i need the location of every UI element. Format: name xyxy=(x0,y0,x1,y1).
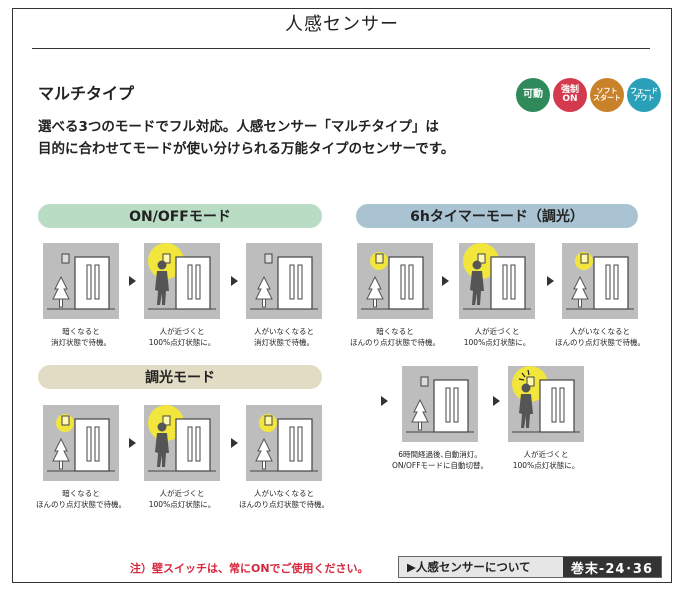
caption-line: ほんのり点灯状態で待機。 xyxy=(239,500,329,509)
timer-illustration-3 xyxy=(562,243,638,319)
fade-out-badge: フェードアウト xyxy=(627,78,661,112)
caption-line: 人がいなくなると xyxy=(254,489,314,498)
page-frame xyxy=(12,8,672,583)
reference-box[interactable]: ▶人感センサーについて 巻末-24･36 xyxy=(398,556,662,578)
dimming-caption-1: 暗くなるとほんのり点灯状態で待機。 xyxy=(26,488,136,510)
caption-line: 暗くなると xyxy=(62,489,100,498)
arrow-right-icon xyxy=(442,276,449,286)
timer-caption-4: 6時間経過後､自動消灯。 ON/OFFモードに自動切替。 xyxy=(385,449,495,471)
onoff-caption-1: 暗くなると消灯状態で待機。 xyxy=(26,326,136,348)
timer-illustration-5 xyxy=(508,366,584,442)
soft-start-badge: ソフトスタート xyxy=(590,78,624,112)
onoff-caption-3: 人がいなくなると消灯状態で待機。 xyxy=(229,326,339,348)
onoff-illustration-2 xyxy=(144,243,220,319)
caption-line: 6時間経過後､自動消灯。 xyxy=(398,450,482,459)
timer-caption-1: 暗くなるとほんのり点灯状態で待機。 xyxy=(340,326,450,348)
caption-line: 消灯状態で待機。 xyxy=(254,338,314,347)
caption-line: 人が近づくと xyxy=(159,489,205,498)
dimming-illustration-2 xyxy=(144,405,220,481)
timer-mode-title: 6hタイマーモード（調光） xyxy=(356,204,638,228)
timer-illustration-4 xyxy=(402,366,478,442)
caption-line: 100%点灯状態に。 xyxy=(148,338,216,347)
onoff-illustration-1 xyxy=(43,243,119,319)
arrow-right-icon xyxy=(231,276,238,286)
onoff-caption-2: 人が近づくと 100%点灯状態に。 xyxy=(127,326,237,348)
arrow-right-icon xyxy=(493,396,500,406)
arrow-right-icon xyxy=(381,396,388,406)
caption-line: ON/OFFモードに自動切替。 xyxy=(391,461,489,470)
description-line: 目的に合わせてモードが使い分けられる万能タイプのセンサーです。 xyxy=(38,141,455,157)
timer-caption-5: 人が近づくと 100%点灯状態に。 xyxy=(491,449,601,471)
caption-line: 人が近づくと xyxy=(159,327,205,336)
caption-line: 消灯状態で待機。 xyxy=(51,338,111,347)
caption-line: 100%点灯状態に。 xyxy=(512,461,580,470)
movable-badge: 可動 xyxy=(516,78,550,112)
arrow-right-icon xyxy=(231,438,238,448)
caption-line: 100%点灯状態に。 xyxy=(148,500,216,509)
timer-illustration-1 xyxy=(357,243,433,319)
caption-line: ほんのり点灯状態で待機。 xyxy=(36,500,126,509)
onoff-mode-title: ON/OFFモード xyxy=(38,204,322,228)
dimming-illustration-1 xyxy=(43,405,119,481)
arrow-right-icon xyxy=(547,276,554,286)
dimming-caption-3: 人がいなくなるとほんのり点灯状態で待機。 xyxy=(229,488,339,510)
caption-line: 暗くなると xyxy=(62,327,100,336)
caption-line: 暗くなると xyxy=(376,327,414,336)
title-divider xyxy=(32,48,650,49)
reference-link[interactable]: ▶人感センサーについて xyxy=(407,560,531,574)
arrow-right-icon xyxy=(129,438,136,448)
onoff-illustration-3 xyxy=(246,243,322,319)
page-title: 人感センサー xyxy=(285,14,399,35)
caption-line: ほんのり点灯状態で待機。 xyxy=(350,338,440,347)
dimming-mode-title: 調光モード xyxy=(38,365,322,389)
description: 選べる3つのモードでフル対応。人感センサー「マルチタイプ」は 目的に合わせてモー… xyxy=(38,116,454,160)
timer-illustration-2 xyxy=(459,243,535,319)
caption-line: 人がいなくなると xyxy=(570,327,630,336)
caption-line: ほんのり点灯状態で待機。 xyxy=(555,338,645,347)
dimming-illustration-3 xyxy=(246,405,322,481)
reference-pages: 巻末-24･36 xyxy=(562,557,661,577)
arrow-right-icon xyxy=(129,276,136,286)
caption-line: 人が近づくと xyxy=(523,450,569,459)
dimming-caption-2: 人が近づくと 100%点灯状態に。 xyxy=(127,488,237,510)
section-heading: マルチタイプ xyxy=(38,84,135,103)
footer-note: 注）壁スイッチは、常にONでご使用ください。 xyxy=(130,562,369,575)
timer-caption-3: 人がいなくなるとほんのり点灯状態で待機。 xyxy=(545,326,655,348)
caption-line: 人が近づくと xyxy=(474,327,520,336)
timer-caption-2: 人が近づくと 100%点灯状態に。 xyxy=(442,326,552,348)
description-line: 選べる3つのモードでフル対応。人感センサー「マルチタイプ」は xyxy=(38,119,439,135)
caption-line: 人がいなくなると xyxy=(254,327,314,336)
caption-line: 100%点灯状態に。 xyxy=(463,338,531,347)
